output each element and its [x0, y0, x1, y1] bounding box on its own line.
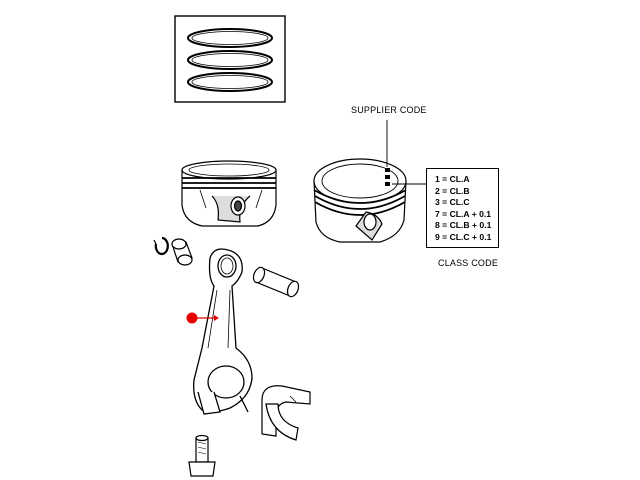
- piston-ring-set: [174, 15, 286, 103]
- piston: [181, 160, 277, 227]
- supplier-code-label: SUPPLIER CODE: [351, 105, 427, 115]
- callout-marker: [186, 312, 219, 324]
- class-code-row: 9 = CL.C + 0.1: [435, 231, 492, 242]
- class-code-label: CLASS CODE: [438, 258, 499, 268]
- leader-lines: [386, 120, 426, 185]
- class-code-row: 2 = CL.B: [435, 185, 470, 196]
- small-end-bushing: [171, 238, 193, 266]
- class-code-row: 8 = CL.B + 0.1: [435, 220, 492, 231]
- class-code-row: 1 = CL.A: [435, 174, 470, 184]
- connecting-rod: [193, 248, 253, 415]
- bearing-shells: [261, 385, 311, 441]
- circlip: [153, 236, 169, 256]
- rod-bolt: [188, 434, 216, 477]
- piston-coded: [313, 158, 407, 243]
- class-code-row: 7 = CL.A + 0.1: [435, 208, 492, 219]
- class-code-table: 1 = CL.A 2 = CL.B 3 = CL.C 7 = CL.A + 0.…: [426, 168, 499, 248]
- piston-pin: [252, 266, 300, 298]
- class-code-row: 3 = CL.C: [435, 197, 470, 208]
